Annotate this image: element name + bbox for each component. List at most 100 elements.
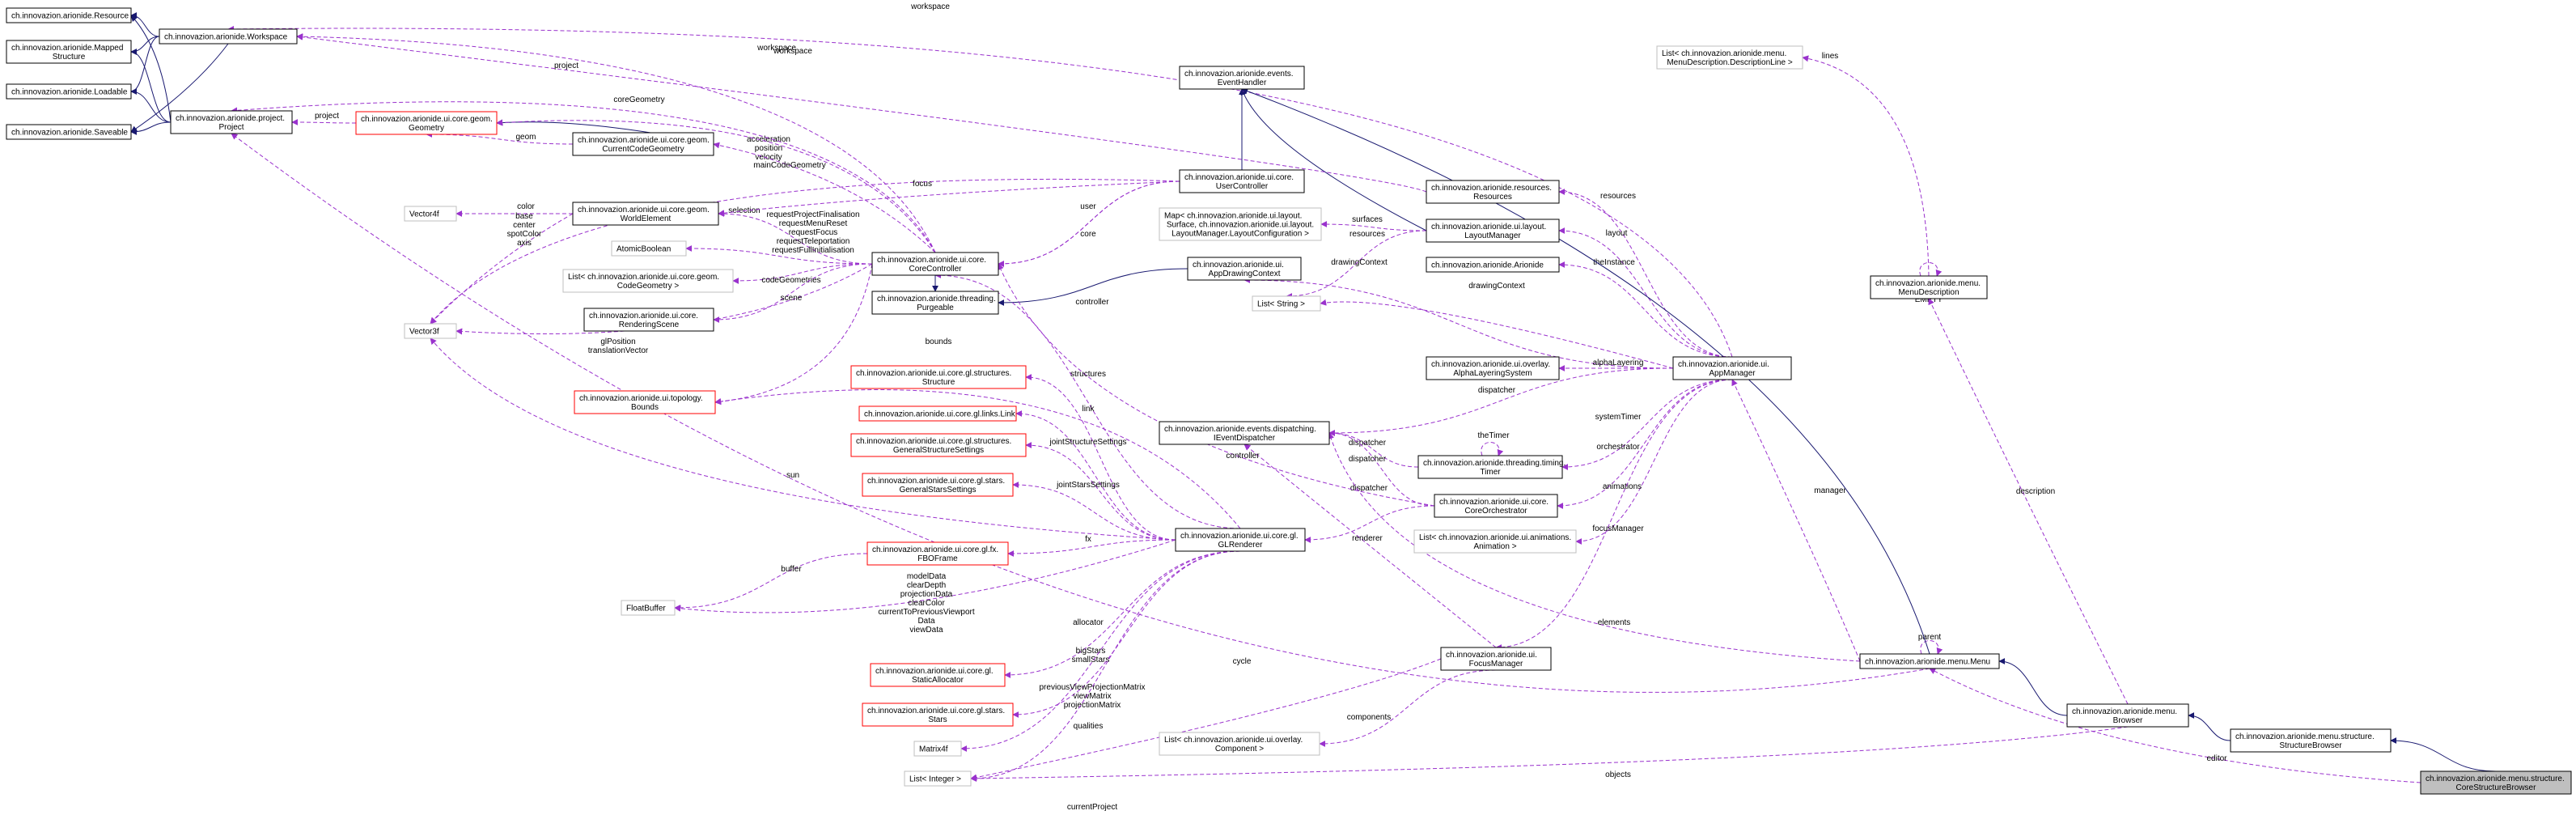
- class-node-box[interactable]: [355, 111, 498, 135]
- class-node-alphalayeringsystem[interactable]: ch.innovazion.arionide.ui.overlay.AlphaL…: [1426, 356, 1560, 380]
- class-node-listcodegeometry[interactable]: List< ch.innovazion.arionide.ui.core.geo…: [562, 269, 734, 293]
- class-node-box[interactable]: [862, 473, 1014, 497]
- class-node-box[interactable]: [1175, 528, 1306, 552]
- class-node-listanimation[interactable]: List< ch.innovazion.arionide.ui.animatio…: [1413, 529, 1577, 554]
- class-node-project[interactable]: ch.innovazion.arionide.project.Project: [170, 110, 293, 134]
- class-node-menudescription[interactable]: ch.innovazion.arionide.menu.MenuDescript…: [1870, 275, 1988, 299]
- class-node-atomicboolean[interactable]: AtomicBoolean: [611, 240, 687, 257]
- class-node-box[interactable]: [1187, 257, 1302, 281]
- class-node-staticallocator[interactable]: ch.innovazion.arionide.ui.core.gl.Static…: [870, 663, 1006, 687]
- class-node-box[interactable]: [6, 7, 132, 23]
- class-node-box[interactable]: [6, 124, 132, 140]
- class-node-generalstarssettings[interactable]: ch.innovazion.arionide.ui.core.gl.stars.…: [862, 473, 1014, 497]
- class-node-structurebrowser[interactable]: ch.innovazion.arionide.menu.structure.St…: [2230, 728, 2392, 753]
- class-node-listcomponent[interactable]: List< ch.innovazion.arionide.ui.overlay.…: [1159, 732, 1320, 756]
- class-node-structure[interactable]: ch.innovazion.arionide.ui.core.gl.struct…: [850, 365, 1027, 389]
- class-node-box[interactable]: [404, 206, 457, 222]
- class-node-stars[interactable]: ch.innovazion.arionide.ui.core.gl.stars.…: [862, 703, 1014, 727]
- class-node-box[interactable]: [1672, 356, 1792, 380]
- class-node-box[interactable]: [1426, 356, 1560, 380]
- class-node-box[interactable]: [2066, 703, 2189, 728]
- class-node-box[interactable]: [1434, 494, 1558, 518]
- class-node-link[interactable]: ch.innovazion.arionide.ui.core.gl.links.…: [858, 405, 1017, 422]
- class-node-box[interactable]: [159, 28, 298, 45]
- class-node-vector3f[interactable]: Vector3f: [404, 323, 457, 339]
- class-node-currentcodegeometry[interactable]: ch.innovazion.arionide.ui.core.geom.Curr…: [572, 132, 714, 156]
- class-node-box[interactable]: [1859, 653, 2000, 669]
- class-node-box[interactable]: [611, 240, 687, 257]
- class-node-box[interactable]: [572, 202, 719, 226]
- class-node-box[interactable]: [583, 308, 714, 332]
- class-node-box[interactable]: [621, 600, 676, 616]
- class-node-box[interactable]: [1159, 421, 1330, 445]
- class-node-coreorchestrator[interactable]: ch.innovazion.arionide.ui.core.CoreOrche…: [1434, 494, 1558, 518]
- class-node-box[interactable]: [1159, 207, 1322, 241]
- class-node-geometry[interactable]: ch.innovazion.arionide.ui.core.geom.Geom…: [355, 111, 498, 135]
- class-node-layoutmanager[interactable]: ch.innovazion.arionide.ui.layout.LayoutM…: [1426, 219, 1560, 243]
- class-node-glrenderer[interactable]: ch.innovazion.arionide.ui.core.gl.GLRend…: [1175, 528, 1306, 552]
- class-node-generalstructuresettings[interactable]: ch.innovazion.arionide.ui.core.gl.struct…: [850, 433, 1027, 457]
- class-node-box[interactable]: [6, 83, 132, 100]
- class-node-ieventdispatcher[interactable]: ch.innovazion.arionide.events.dispatchin…: [1159, 421, 1330, 445]
- class-node-menu[interactable]: ch.innovazion.arionide.menu.Menu: [1859, 653, 2000, 669]
- class-node-liststring[interactable]: List< String >: [1252, 295, 1321, 312]
- class-node-focusmanager[interactable]: ch.innovazion.arionide.ui.FocusManager: [1440, 647, 1552, 671]
- class-node-box[interactable]: [1413, 529, 1577, 554]
- class-node-bounds[interactable]: ch.innovazion.arionide.ui.topology.Bound…: [574, 390, 716, 414]
- class-node-box[interactable]: [1656, 45, 1803, 70]
- class-node-box[interactable]: [2420, 770, 2572, 795]
- class-node-saveable[interactable]: ch.innovazion.arionide.Saveable: [6, 124, 132, 140]
- class-node-appmanager[interactable]: ch.innovazion.arionide.ui.AppManager: [1672, 356, 1792, 380]
- class-node-floatbuffer[interactable]: FloatBuffer: [621, 600, 676, 616]
- class-node-corestructurebrowser[interactable]: ch.innovazion.arionide.menu.structure.Co…: [2420, 770, 2572, 795]
- class-node-box[interactable]: [1252, 295, 1321, 312]
- class-node-matrix4f[interactable]: Matrix4f: [913, 741, 962, 757]
- class-node-purgeable[interactable]: ch.innovazion.arionide.threading.Purgeab…: [871, 291, 999, 315]
- class-node-box[interactable]: [562, 269, 734, 293]
- class-node-box[interactable]: [871, 291, 999, 315]
- class-node-box[interactable]: [2230, 728, 2392, 753]
- class-node-box[interactable]: [574, 390, 716, 414]
- class-node-box[interactable]: [1426, 219, 1560, 243]
- class-node-resources[interactable]: ch.innovazion.arionide.resources.Resourc…: [1426, 180, 1560, 204]
- class-node-usercontroller[interactable]: ch.innovazion.arionide.ui.core.UserContr…: [1179, 169, 1305, 193]
- class-node-box[interactable]: [572, 132, 714, 156]
- class-node-box[interactable]: [870, 663, 1006, 687]
- class-node-browser[interactable]: ch.innovazion.arionide.menu.Browser: [2066, 703, 2189, 728]
- class-node-eventhandler[interactable]: ch.innovazion.arionide.events.EventHandl…: [1179, 66, 1305, 90]
- class-node-vector4f[interactable]: Vector4f: [404, 206, 457, 222]
- class-node-box[interactable]: [862, 703, 1014, 727]
- class-node-box[interactable]: [850, 365, 1027, 389]
- class-node-box[interactable]: [404, 323, 457, 339]
- class-node-box[interactable]: [170, 110, 293, 134]
- class-node-renderingscene[interactable]: ch.innovazion.arionide.ui.core.Rendering…: [583, 308, 714, 332]
- class-node-box[interactable]: [866, 541, 1009, 566]
- class-node-box[interactable]: [1179, 169, 1305, 193]
- class-node-box[interactable]: [850, 433, 1027, 457]
- class-node-listinteger[interactable]: List< Integer >: [904, 770, 972, 787]
- class-node-box[interactable]: [1440, 647, 1552, 671]
- class-node-box[interactable]: [1417, 455, 1563, 479]
- class-node-box[interactable]: [1179, 66, 1305, 90]
- class-node-corecontroller[interactable]: ch.innovazion.arionide.ui.core.CoreContr…: [871, 252, 999, 276]
- class-node-timer[interactable]: ch.innovazion.arionide.threading.timing.…: [1417, 455, 1566, 479]
- class-node-box[interactable]: [904, 770, 972, 787]
- class-node-box[interactable]: [1426, 257, 1560, 273]
- class-node-box[interactable]: [913, 741, 962, 757]
- class-node-loadable[interactable]: ch.innovazion.arionide.Loadable: [6, 83, 132, 100]
- class-node-box[interactable]: [858, 405, 1017, 422]
- class-node-box[interactable]: [1870, 275, 1988, 299]
- class-node-box[interactable]: [6, 40, 132, 64]
- class-node-box[interactable]: [1426, 180, 1560, 204]
- class-node-fboframe[interactable]: ch.innovazion.arionide.ui.core.gl.fx.FBO…: [866, 541, 1009, 566]
- class-node-maplayout[interactable]: Map< ch.innovazion.arionide.ui.layout.Su…: [1159, 207, 1322, 241]
- class-node-listdescriptionline[interactable]: List< ch.innovazion.arionide.menu.MenuDe…: [1656, 45, 1803, 70]
- class-node-appdrawingcontext[interactable]: ch.innovazion.arionide.ui.AppDrawingCont…: [1187, 257, 1302, 281]
- class-node-worldelement[interactable]: ch.innovazion.arionide.ui.core.geom.Worl…: [572, 202, 719, 226]
- class-node-box[interactable]: [871, 252, 999, 276]
- class-node-arionide[interactable]: ch.innovazion.arionide.Arionide: [1426, 257, 1560, 273]
- class-node-resource[interactable]: ch.innovazion.arionide.Resource: [6, 7, 132, 23]
- class-node-workspace[interactable]: ch.innovazion.arionide.Workspace: [159, 28, 298, 45]
- class-node-box[interactable]: [1159, 732, 1320, 756]
